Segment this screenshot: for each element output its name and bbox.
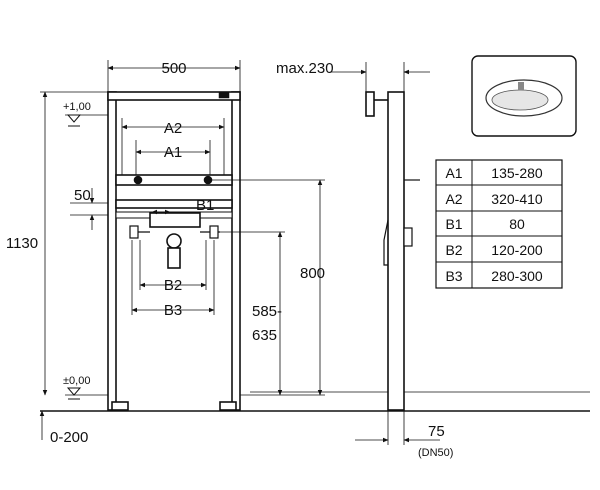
height-range-a: 585- bbox=[252, 303, 282, 320]
height-range-b: 635 bbox=[252, 327, 277, 344]
table-key-a1: A1 bbox=[445, 165, 462, 181]
table-value-b3: 280-300 bbox=[491, 268, 543, 284]
width-label: 500 bbox=[161, 60, 186, 77]
table-key-b3: B3 bbox=[445, 268, 462, 284]
table-value-a2: 320-410 bbox=[491, 191, 543, 207]
dimension-table: A1 135-280 A2 320-410 B1 80 B2 120-200 B… bbox=[435, 159, 563, 289]
washbasin-icon bbox=[471, 55, 577, 137]
side-frame bbox=[365, 91, 420, 411]
a1-label: A1 bbox=[164, 144, 182, 161]
table-value-b2: 120-200 bbox=[491, 242, 543, 258]
front-frame bbox=[107, 91, 241, 411]
a2-label: A2 bbox=[164, 120, 182, 137]
table-key-b2: B2 bbox=[445, 242, 462, 258]
floor-adjust-label: 0-200 bbox=[50, 429, 88, 446]
height-800-label: 800 bbox=[300, 265, 325, 282]
level-floor-label: ±0,00 bbox=[63, 375, 90, 387]
b1-label: B1 bbox=[196, 197, 214, 214]
max-depth-label: max.230 bbox=[276, 60, 334, 77]
depth-75-label: 75 bbox=[428, 423, 445, 440]
floor-line bbox=[40, 391, 590, 412]
table-value-b1: 80 bbox=[509, 216, 525, 232]
table-key-a2: A2 bbox=[445, 191, 462, 207]
front-dimensions bbox=[39, 60, 325, 440]
table-key-b1: B1 bbox=[445, 216, 462, 232]
b3-label: B3 bbox=[164, 302, 182, 319]
level-markers bbox=[66, 114, 82, 400]
dn-label: (DN50) bbox=[418, 447, 453, 459]
side-dimensions bbox=[330, 62, 440, 445]
height-label: 1130 bbox=[6, 235, 38, 252]
b2-label: B2 bbox=[164, 277, 182, 294]
level-top-label: +1,00 bbox=[63, 101, 91, 113]
offset-50-label: 50 bbox=[74, 187, 91, 204]
table-value-a1: 135-280 bbox=[491, 165, 543, 181]
